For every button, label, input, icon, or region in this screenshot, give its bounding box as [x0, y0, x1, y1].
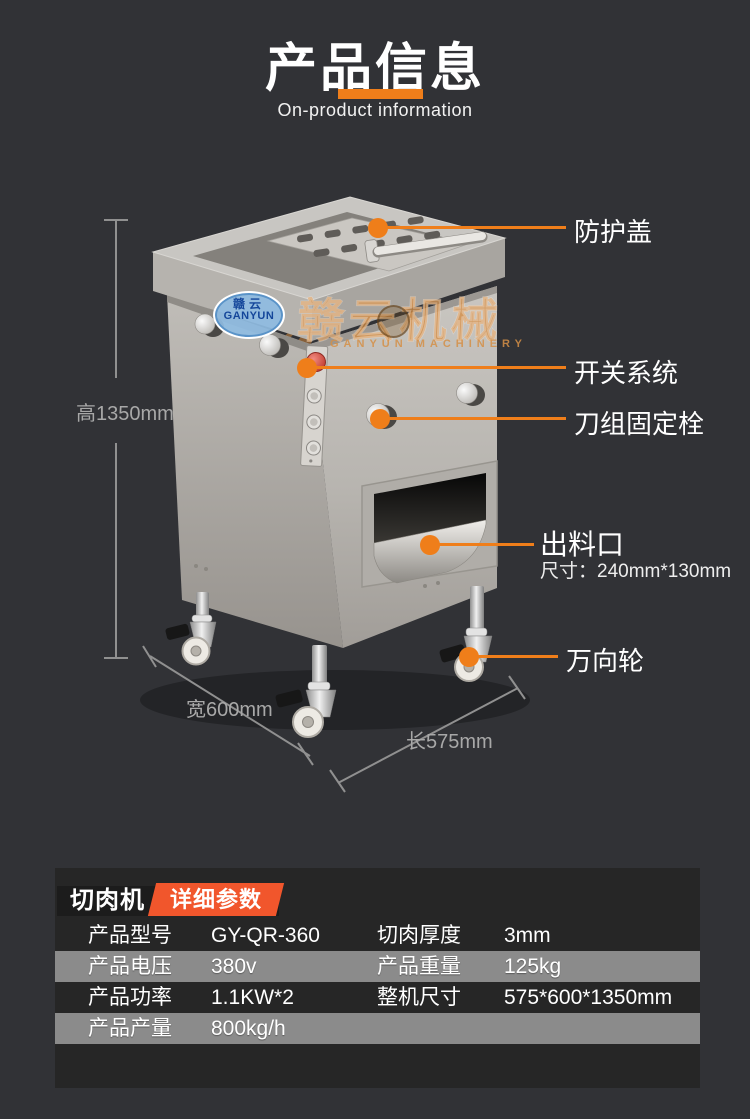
callout-line-cover — [386, 226, 566, 229]
detail-params-badge-label: 详细参数 — [169, 887, 262, 912]
callout-dot-cover — [368, 218, 388, 238]
spec-label: 产品型号 — [88, 924, 172, 947]
brand-logo-badge: 赣云 GANYUN — [213, 291, 285, 339]
spec-value: 3mm — [504, 924, 551, 947]
spec-row: 产品产量 800kg/h — [55, 1013, 700, 1044]
brand-logo-en: GANYUN — [223, 310, 275, 322]
callout-label-wheel: 万向轮 — [566, 646, 645, 676]
callout-dot-blade-bolt — [370, 409, 390, 429]
callout-label-cover: 防护盖 — [574, 217, 653, 247]
spec-value: 380v — [211, 955, 257, 978]
callout-label-switch: 开关系统 — [574, 358, 679, 388]
cover-handle — [364, 231, 488, 263]
dimension-length-label: 长575mm — [406, 731, 493, 753]
dimension-lines — [104, 219, 526, 793]
brand-seal-icon — [377, 305, 410, 338]
spec-row: 产品功率 1.1KW*2 整机尺寸 575*600*1350mm — [55, 982, 700, 1013]
page-subtitle: On-product information — [277, 100, 473, 120]
product-name: 切肉机 — [70, 887, 145, 914]
callout-line-wheel — [477, 655, 558, 658]
spec-row: 产品型号 GY-QR-360 切肉厚度 3mm — [55, 920, 700, 951]
spec-label: 整机尺寸 — [377, 986, 461, 1009]
spec-label: 产品重量 — [377, 955, 461, 978]
page-title: 产品信息 — [264, 40, 485, 98]
spec-panel: 切肉机 详细参数 产品型号 GY-QR-360 切肉厚度 3mm 产品电压 38… — [55, 868, 700, 1088]
spec-label: 产品产量 — [88, 1017, 172, 1040]
callout-dot-wheel — [459, 647, 479, 667]
spec-row: 产品电压 380v 产品重量 125kg — [55, 951, 700, 982]
callout-line-blade-bolt — [388, 417, 566, 420]
detail-params-badge: 详细参数 — [147, 883, 285, 916]
spec-label: 产品电压 — [88, 955, 172, 978]
callout-line-switch — [315, 366, 566, 369]
caster-center — [275, 645, 337, 738]
brand-watermark-en: GANYUN MACHINERY — [330, 338, 527, 350]
callout-label-blade-bolt: 刀组固定栓 — [574, 409, 705, 439]
spec-label: 产品功率 — [88, 986, 172, 1009]
callout-sublabel-outlet: 尺寸：240mm*130mm — [540, 561, 732, 582]
spec-value: 800kg/h — [211, 1017, 286, 1040]
title-underline-bar — [338, 89, 423, 99]
floor-shadow — [140, 670, 530, 730]
spec-value: GY-QR-360 — [211, 924, 320, 947]
callout-line-outlet — [438, 543, 534, 546]
dimension-width-label: 宽600mm — [186, 699, 273, 721]
spec-value: 1.1KW*2 — [211, 986, 294, 1009]
callout-dot-switch — [297, 358, 317, 378]
spec-value: 575*600*1350mm — [504, 986, 673, 1009]
spec-label: 切肉厚度 — [377, 924, 461, 947]
dimension-height-label: 高1350mm — [76, 403, 174, 425]
callout-dot-outlet — [420, 535, 440, 555]
callout-label-outlet: 出料口 — [540, 529, 625, 560]
caster-left — [165, 592, 217, 666]
spec-value: 125kg — [504, 955, 562, 978]
brand-logo-cn: 赣云 — [232, 297, 265, 311]
